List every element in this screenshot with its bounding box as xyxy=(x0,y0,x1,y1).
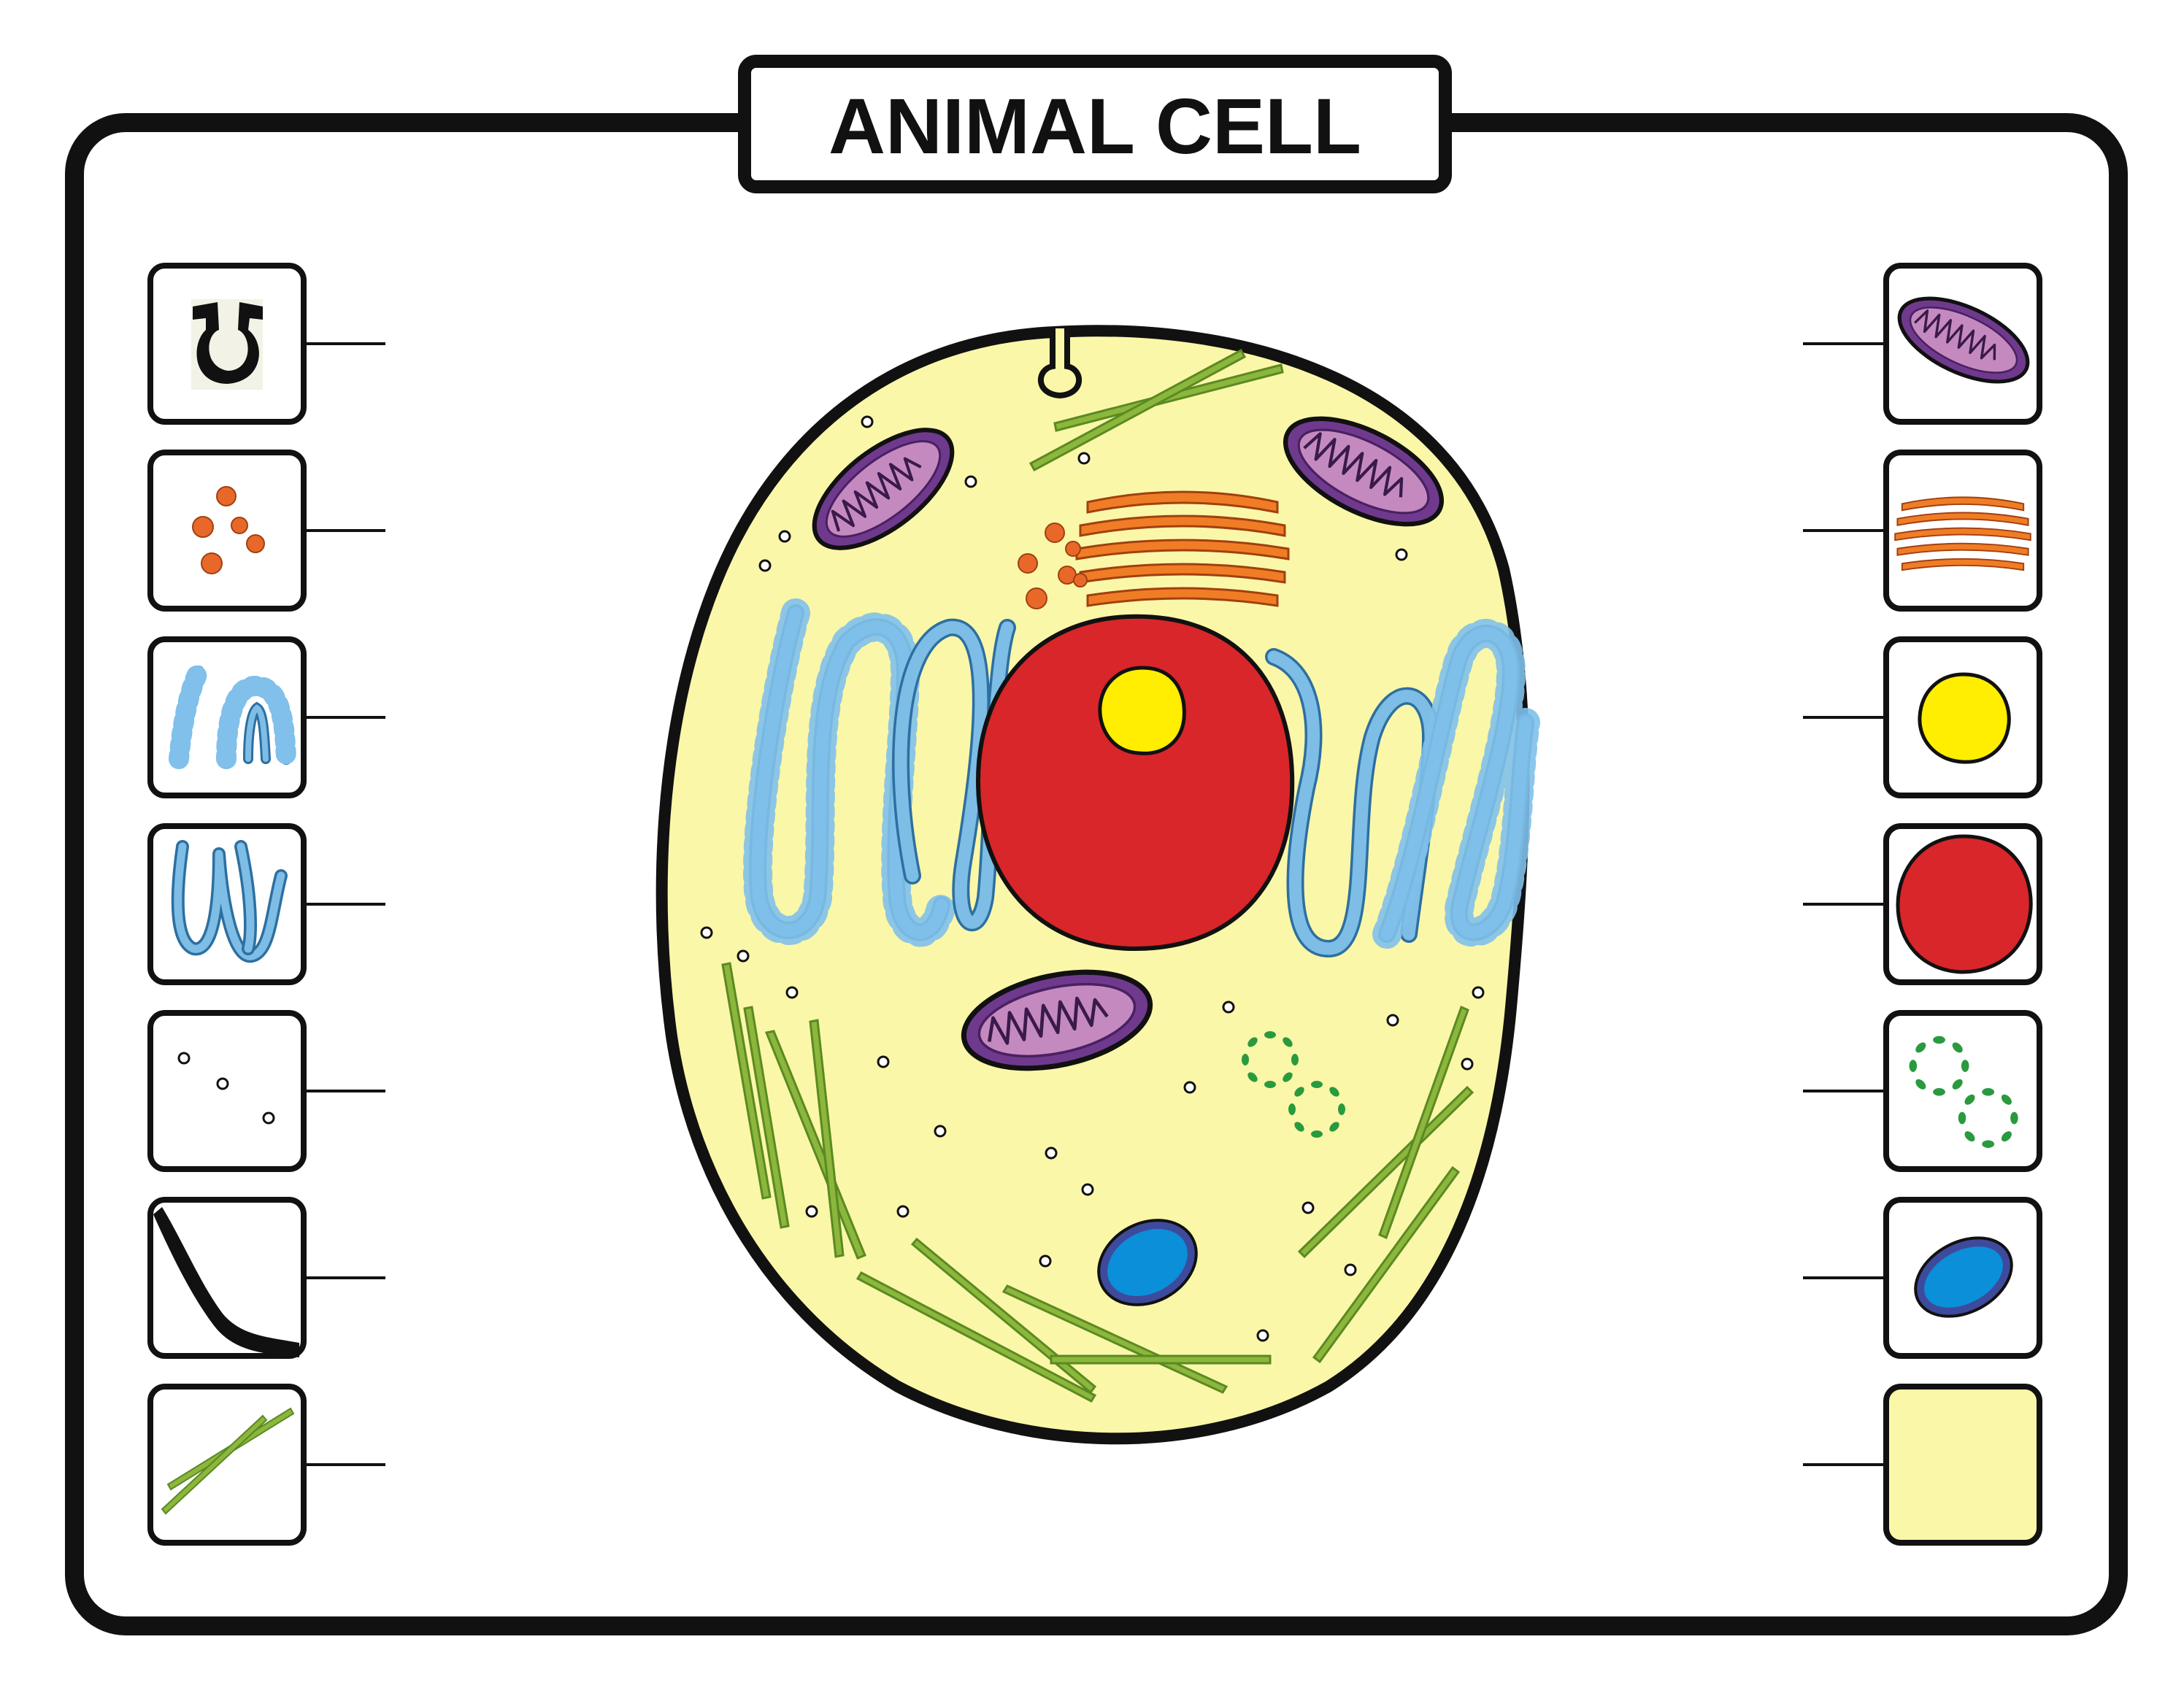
lysosome-icon xyxy=(192,486,265,574)
cytoplasm-icon xyxy=(1883,1384,2042,1546)
rough-er-icon xyxy=(169,661,296,769)
microtubules-left xyxy=(721,962,866,1260)
vacuole xyxy=(1097,1219,1198,1306)
vacuole-icon xyxy=(1914,1236,2013,1318)
ribosomes xyxy=(700,415,1485,1342)
cell xyxy=(655,325,1540,1445)
nucleus xyxy=(975,614,1295,952)
legend-item-cell-membrane xyxy=(147,1197,307,1359)
microtubules-right xyxy=(1297,1005,1474,1364)
page-title: ANIMAL CELL xyxy=(828,82,1361,170)
legend-item-golgi-apparatus xyxy=(1883,450,2042,612)
legend-item-vacuole xyxy=(1883,1197,2042,1359)
legend-item-nucleus xyxy=(1883,823,2042,985)
microtubule-icon xyxy=(161,1407,295,1515)
ribosome-icon xyxy=(177,1052,275,1125)
legend-item-mitochondria xyxy=(1883,263,2042,425)
pinocytotic-vesicle xyxy=(1038,328,1082,399)
pinocytosis-icon xyxy=(191,299,263,390)
microtubules-bottom xyxy=(855,1237,1272,1403)
legend-item-rough-er xyxy=(147,636,307,798)
membrane-icon xyxy=(153,1207,299,1357)
microtubules-top xyxy=(1028,348,1284,472)
nucleolus-icon xyxy=(1918,672,2011,764)
legend-item-ribosomes xyxy=(147,1010,307,1172)
rough-er-right xyxy=(1372,619,1540,949)
nucleolus xyxy=(1098,666,1186,755)
legend-item-microtubules xyxy=(147,1384,307,1546)
legend-item-centrioles xyxy=(1883,1010,2042,1172)
rough-er-left xyxy=(743,598,956,947)
legend-item-smooth-er xyxy=(147,823,307,985)
smooth-er-icon xyxy=(171,840,288,963)
lysosomes xyxy=(1018,523,1088,609)
title-box: ANIMAL CELL xyxy=(738,55,1452,193)
legend-item-cytoplasm xyxy=(1883,1384,2042,1546)
legend-item-lysosomes xyxy=(147,450,307,612)
left-legend xyxy=(147,263,385,1546)
nucleus-icon xyxy=(1896,834,2033,974)
legend-item-nucleolus xyxy=(1883,636,2042,798)
right-legend xyxy=(1803,263,2042,1546)
legend-item-pinocytotic-vesicle xyxy=(147,263,307,425)
